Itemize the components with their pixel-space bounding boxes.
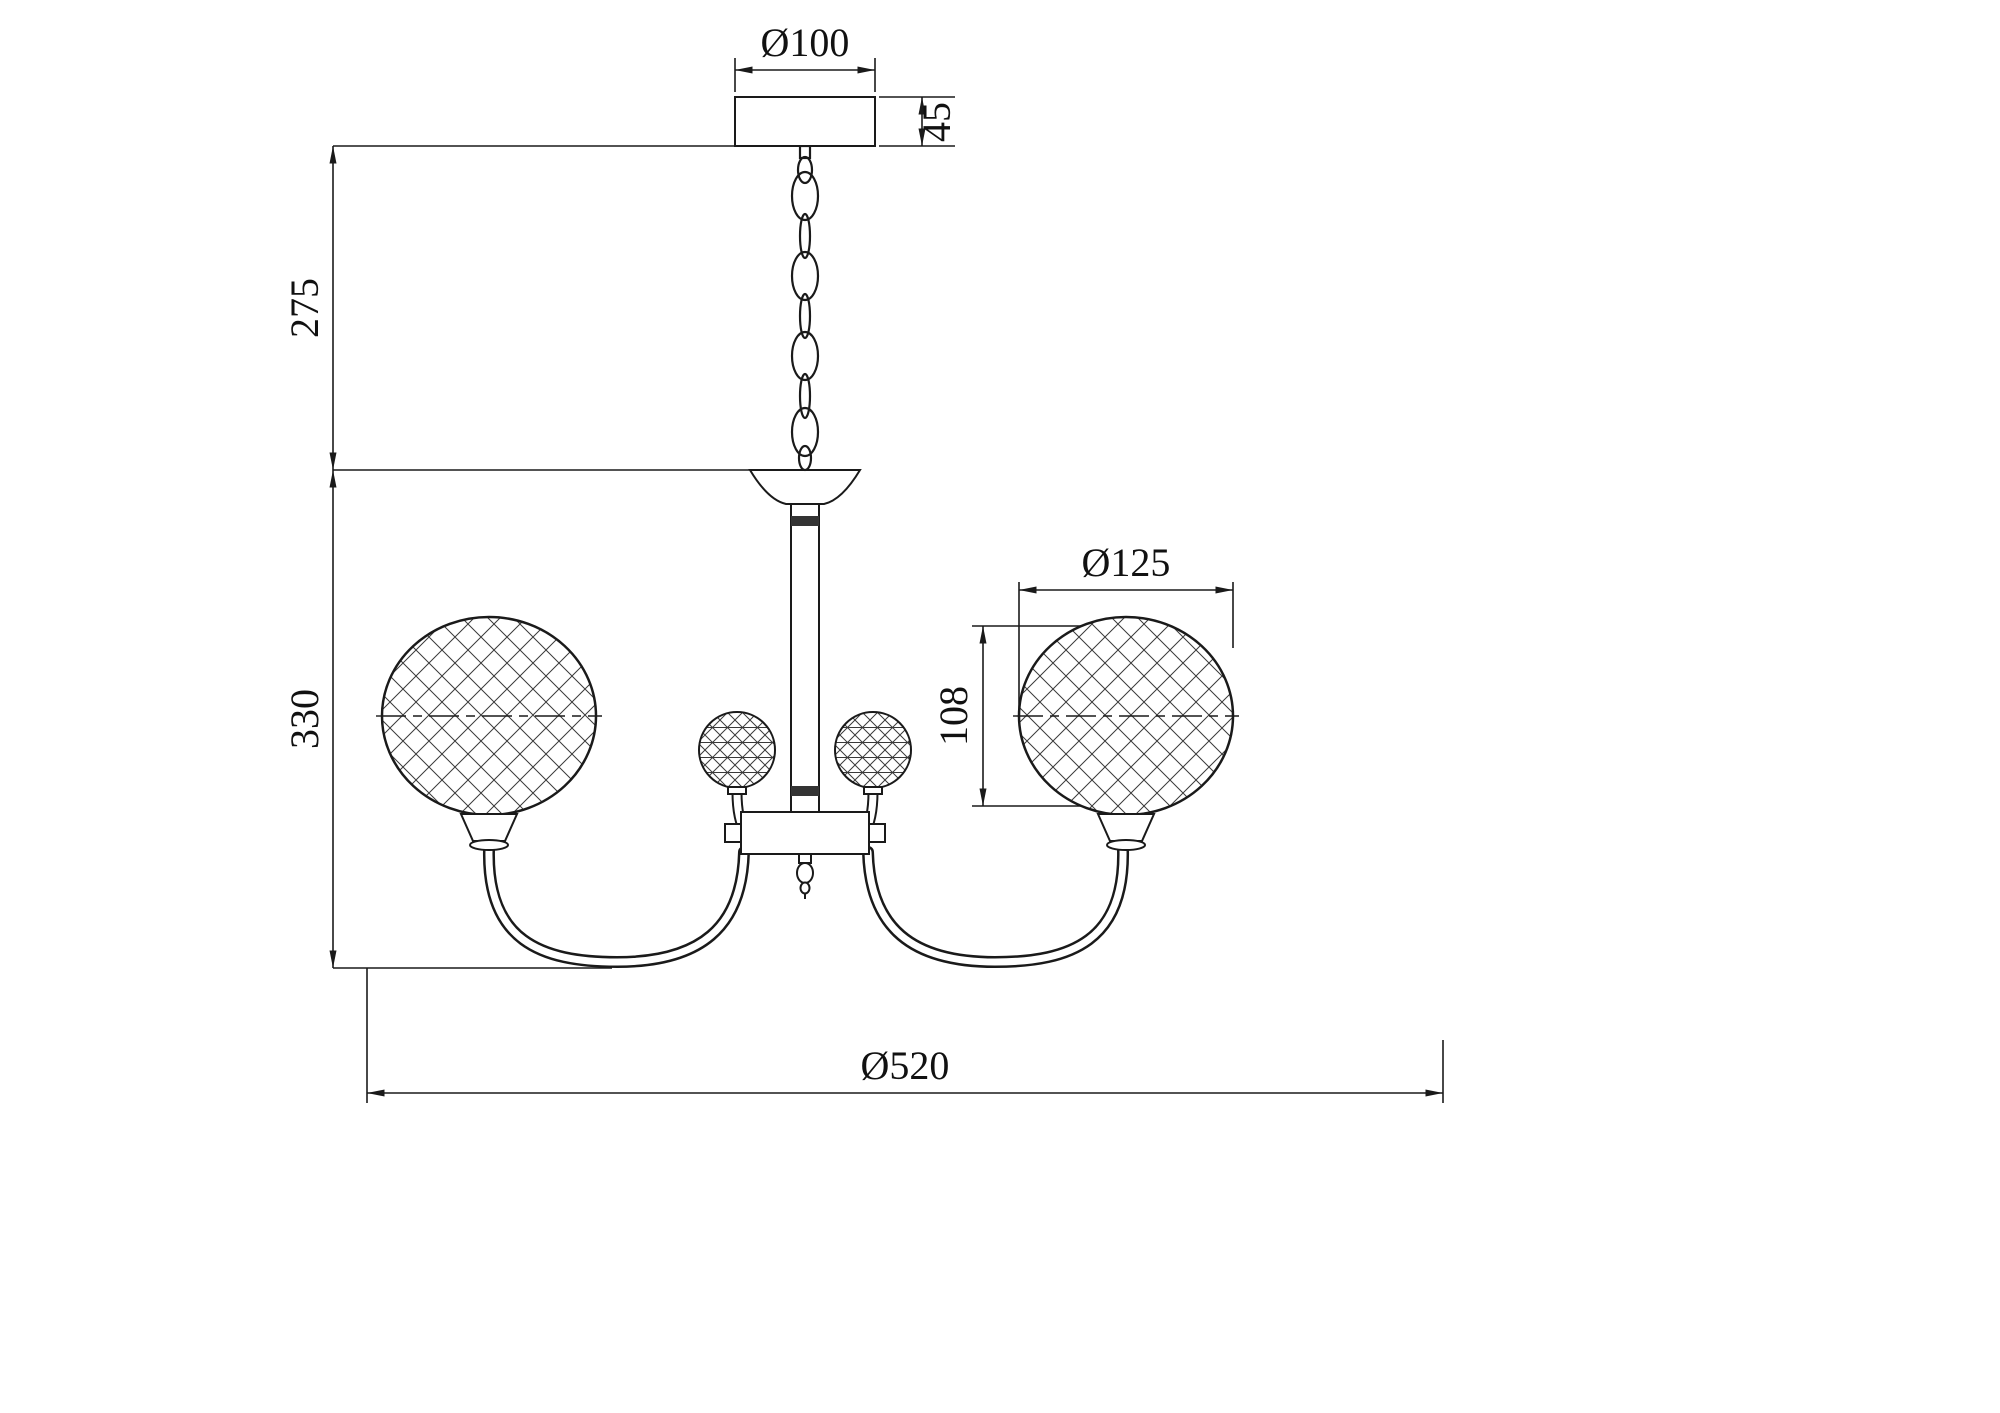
dim-shade-diameter-label: Ø125 xyxy=(1082,540,1171,585)
dim-shade-height-label: 108 xyxy=(931,686,976,746)
suspension-chain xyxy=(790,144,820,472)
crystal-ball-right xyxy=(834,711,912,795)
dim-canopy-diameter: Ø100 xyxy=(734,20,876,92)
dim-canopy-height: 45 xyxy=(879,96,959,147)
crystal-ball-left xyxy=(698,711,776,795)
shade-left xyxy=(376,615,602,851)
arm-left xyxy=(482,844,750,969)
dim-overall-diameter: Ø520 xyxy=(366,968,1444,1103)
finial xyxy=(796,853,814,899)
dim-canopy-diameter-label: Ø100 xyxy=(761,20,850,65)
dim-body-height-label: 330 xyxy=(282,689,327,749)
ceiling-canopy xyxy=(734,96,876,147)
arm-right xyxy=(862,844,1130,969)
dim-overall-diameter-label: Ø520 xyxy=(861,1043,950,1088)
central-hub xyxy=(724,811,886,855)
dim-canopy-height-label: 45 xyxy=(914,102,959,142)
dim-shade-diameter: Ø125 xyxy=(1018,540,1234,710)
dim-suspension-length-label: 275 xyxy=(282,278,327,338)
dim-shade-height: 108 xyxy=(931,625,1082,807)
bobeche-cup xyxy=(748,469,862,505)
dim-vertical-stack: 275 330 xyxy=(282,145,752,969)
central-column xyxy=(790,503,820,813)
shade-right xyxy=(1013,615,1239,851)
